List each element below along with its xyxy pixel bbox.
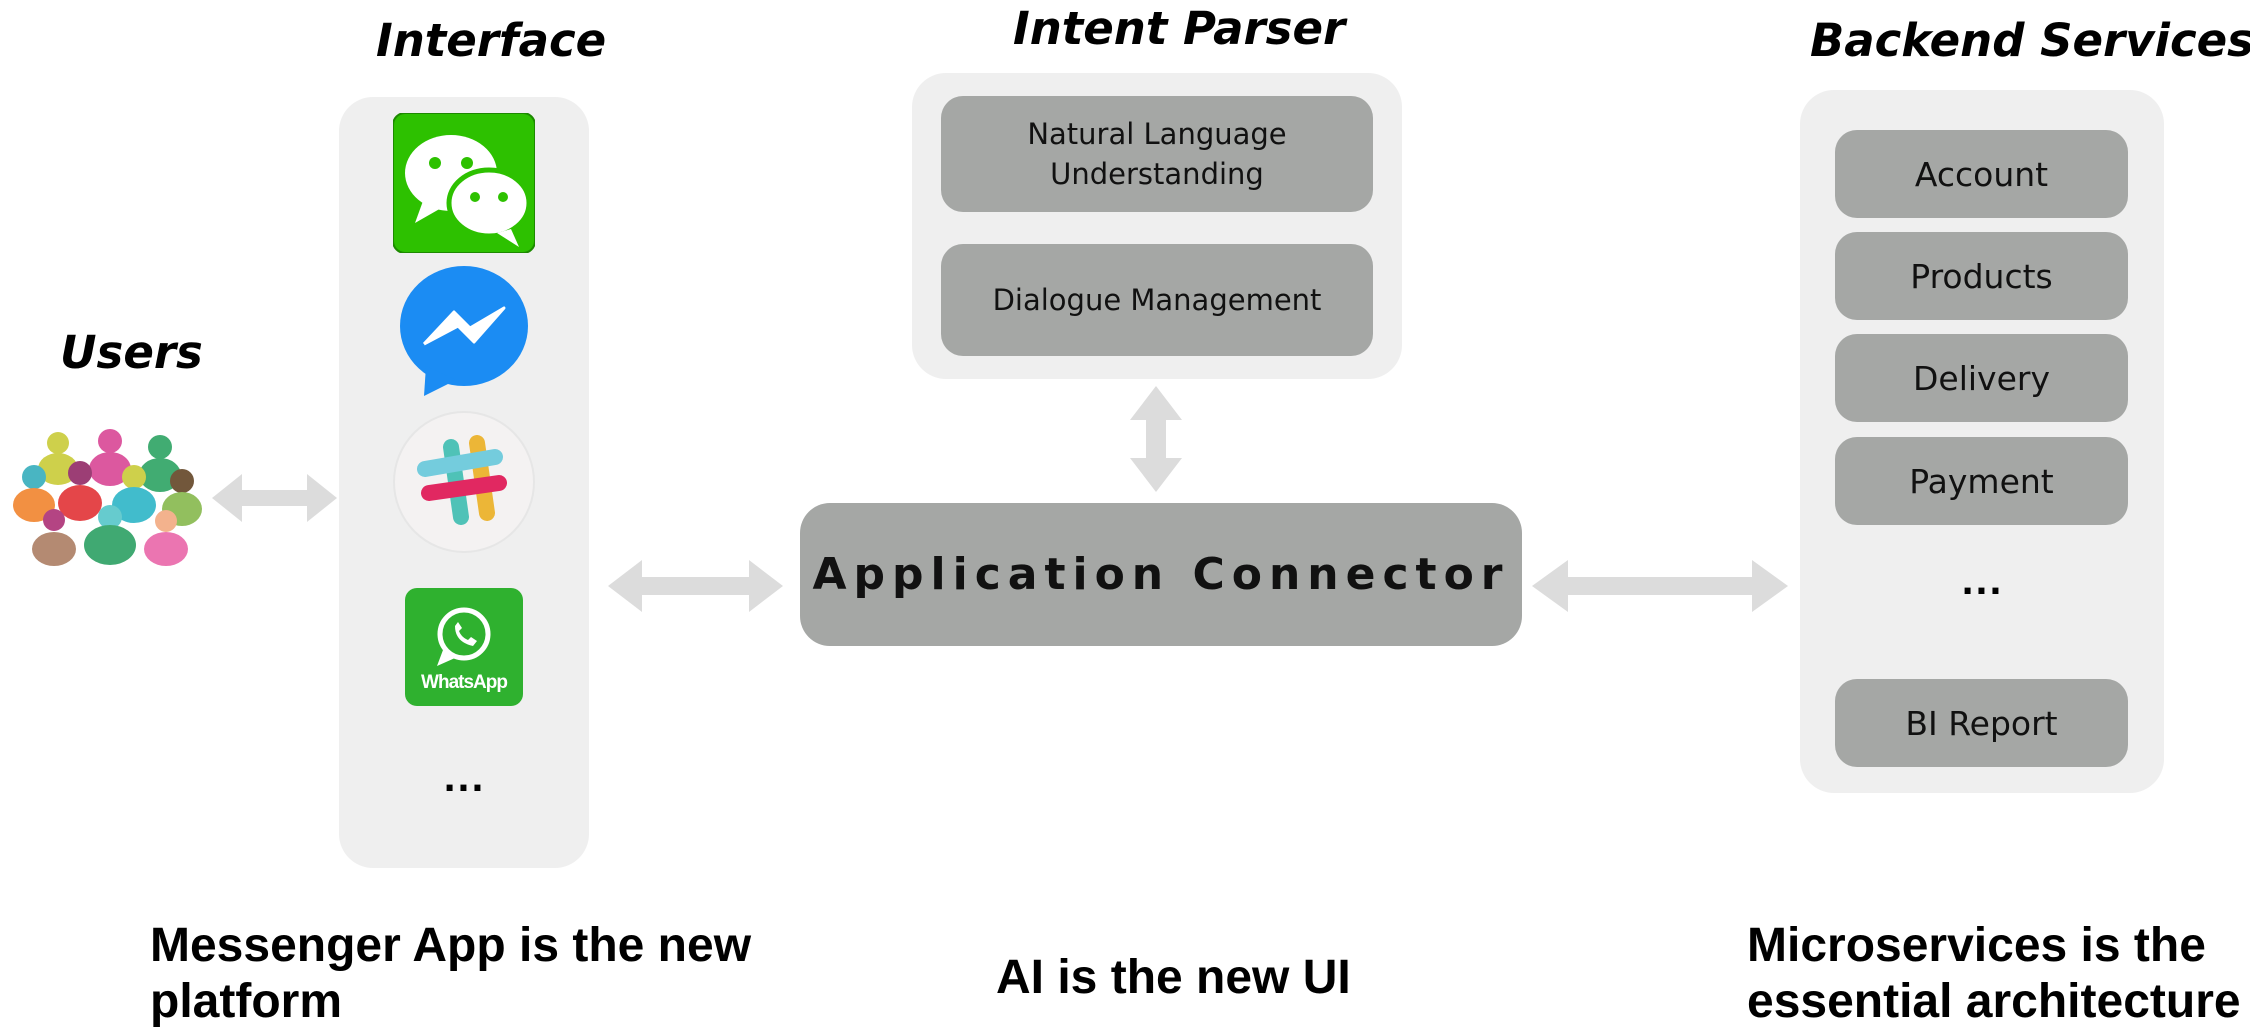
caption-microservices: Microservices is the essential architect… bbox=[1747, 918, 2241, 1030]
slack-icon[interactable] bbox=[393, 411, 535, 553]
service-bi-report: BI Report bbox=[1835, 679, 2128, 767]
service-bi-report-label: BI Report bbox=[1905, 703, 2058, 743]
backend-services-heading: Backend Services bbox=[1810, 14, 2250, 67]
service-products: Products bbox=[1835, 232, 2128, 320]
messenger-icon[interactable] bbox=[398, 266, 530, 396]
connector-backend-arrow bbox=[1532, 558, 1788, 614]
caption-messenger-line-1: Messenger App is the new bbox=[150, 919, 752, 972]
interface-more-ellipsis: ... bbox=[443, 760, 485, 800]
caption-messenger: Messenger App is the new platform bbox=[150, 918, 751, 1030]
caption-microservices-line-2: essential architecture bbox=[1747, 975, 2241, 1028]
caption-messenger-line-2: platform bbox=[150, 975, 342, 1028]
application-connector-label: Application Connector bbox=[812, 549, 1510, 600]
dialogue-management-label: Dialogue Management bbox=[992, 283, 1322, 317]
application-connector: Application Connector bbox=[800, 503, 1522, 646]
whatsapp-icon[interactable]: WhatsApp bbox=[405, 588, 523, 706]
service-delivery: Delivery bbox=[1835, 334, 2128, 422]
backend-more-ellipsis: ... bbox=[1961, 563, 2003, 603]
wechat-icon[interactable] bbox=[393, 113, 535, 253]
nlu-module-label: Natural Language Understanding bbox=[1027, 117, 1287, 191]
dialogue-management-module: Dialogue Management bbox=[941, 244, 1373, 356]
parser-connector-arrow bbox=[1128, 386, 1184, 492]
users-crowd-icon bbox=[10, 425, 210, 570]
service-delivery-label: Delivery bbox=[1913, 358, 2050, 398]
service-products-label: Products bbox=[1910, 256, 2053, 296]
nlu-module: Natural Language Understanding bbox=[941, 96, 1373, 212]
service-account: Account bbox=[1835, 130, 2128, 218]
interface-connector-arrow bbox=[608, 558, 783, 614]
interface-heading: Interface bbox=[376, 14, 607, 67]
caption-ai-ui: AI is the new UI bbox=[996, 951, 1351, 1004]
users-heading: Users bbox=[60, 326, 203, 379]
intent-parser-heading: Intent Parser bbox=[1013, 2, 1346, 55]
service-account-label: Account bbox=[1914, 154, 2049, 194]
users-interface-arrow bbox=[212, 470, 337, 526]
caption-microservices-line-1: Microservices is the bbox=[1747, 919, 2206, 972]
service-payment: Payment bbox=[1835, 437, 2128, 525]
whatsapp-label: WhatsApp bbox=[421, 672, 508, 693]
service-payment-label: Payment bbox=[1909, 461, 2054, 501]
